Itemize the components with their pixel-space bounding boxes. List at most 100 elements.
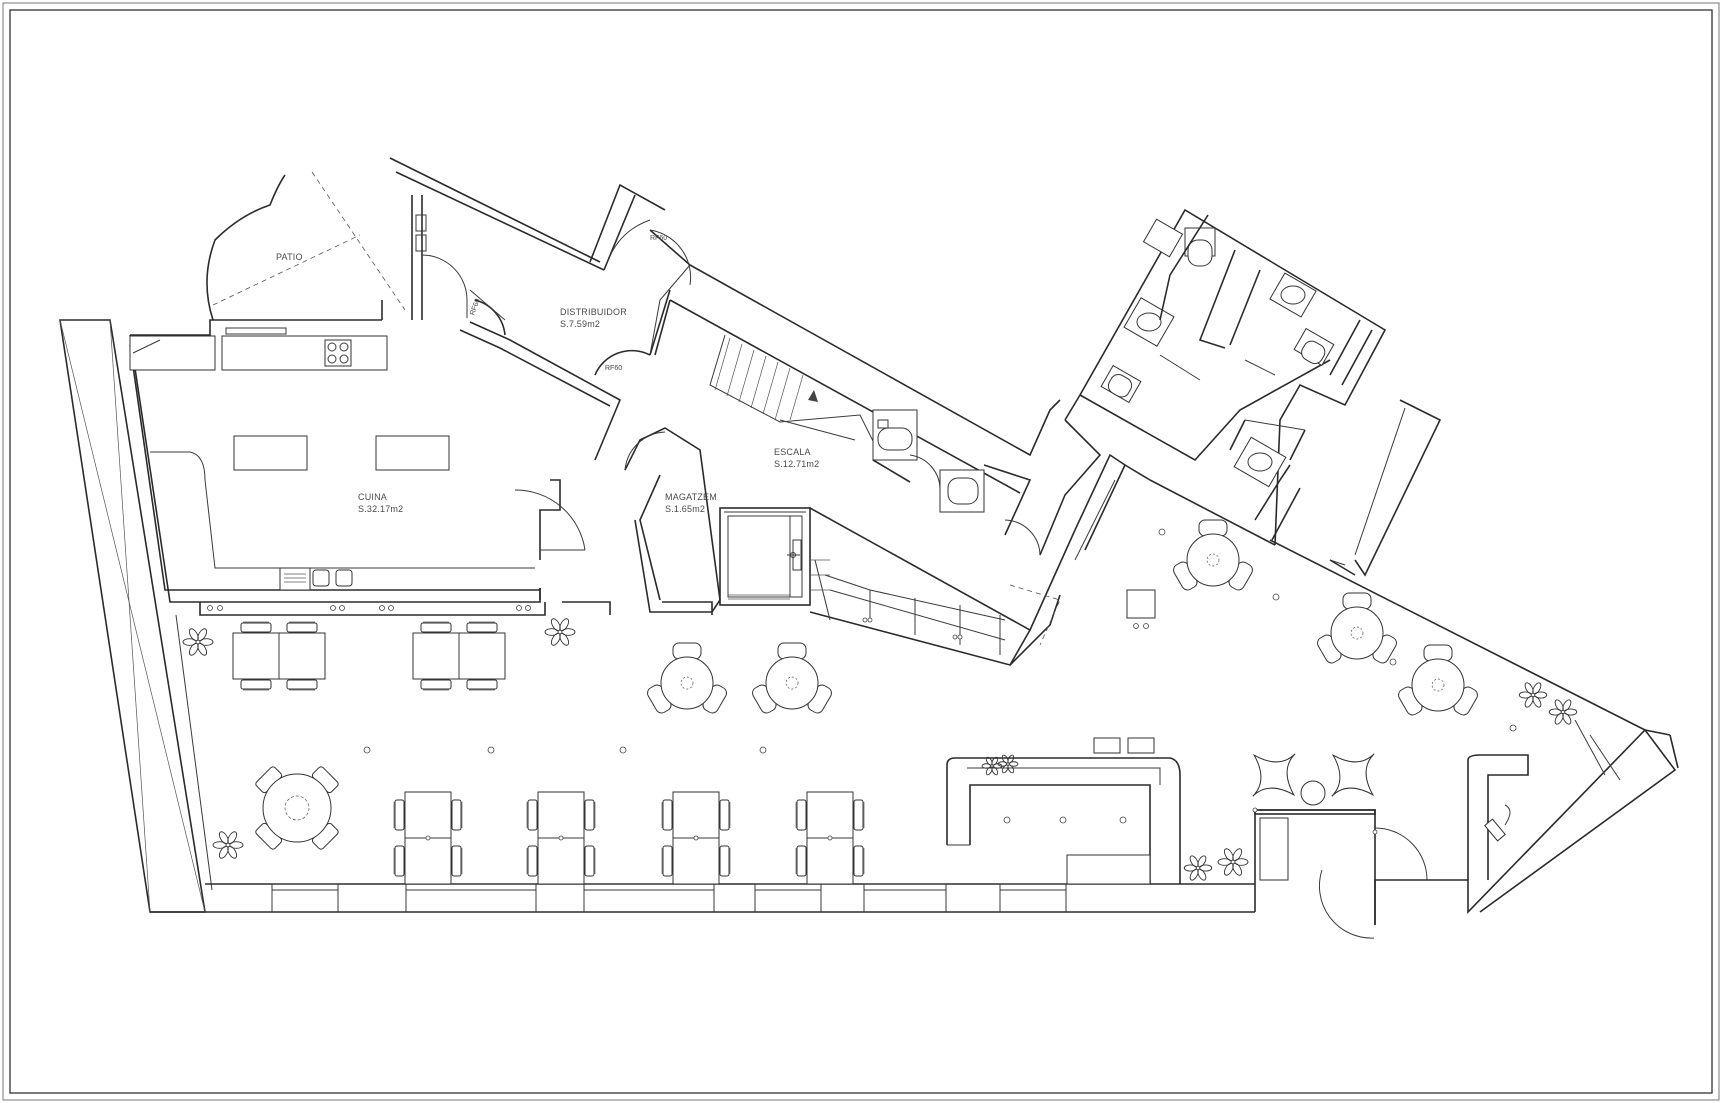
restrooms xyxy=(1064,208,1442,577)
ceiling-point xyxy=(619,746,627,754)
table-center xyxy=(785,676,799,690)
table-marker xyxy=(693,835,699,841)
service-wedge xyxy=(809,453,1151,666)
leaf xyxy=(1008,761,1019,767)
chair xyxy=(527,799,538,831)
chair xyxy=(451,799,462,831)
chair xyxy=(662,799,673,831)
ceiling-point xyxy=(1158,528,1166,536)
chair xyxy=(662,845,673,877)
ceiling-point xyxy=(759,746,767,754)
chair xyxy=(466,679,498,690)
leaf xyxy=(212,841,227,849)
leaf xyxy=(1554,699,1564,712)
leaf xyxy=(550,632,561,646)
dining-furniture xyxy=(232,519,1478,885)
leaf xyxy=(218,831,229,845)
room-label-distribuidor: DISTRIBUIDOR xyxy=(560,307,627,317)
small-table xyxy=(1126,589,1156,629)
chair xyxy=(853,799,864,831)
ceiling-point xyxy=(1389,658,1397,666)
plant xyxy=(997,754,1019,774)
round-table-large xyxy=(255,766,339,850)
chair xyxy=(584,799,595,831)
escala: ESCALA S.12.71m2 xyxy=(654,264,1102,556)
plant xyxy=(1518,682,1548,708)
leaf xyxy=(227,831,238,845)
entry-desk xyxy=(1252,807,1378,881)
exterior-walls xyxy=(59,319,1679,939)
leaf xyxy=(1524,682,1534,695)
door-label-rf60-distribuidor: RF60 xyxy=(605,365,622,372)
leaf xyxy=(991,766,999,776)
plant xyxy=(182,628,214,656)
sheet-frame-inner xyxy=(9,9,1713,1094)
leaf xyxy=(550,618,561,632)
leaf xyxy=(544,628,559,636)
plant xyxy=(1548,699,1578,725)
leaf xyxy=(1232,848,1243,862)
leaf xyxy=(985,756,993,766)
chair xyxy=(286,679,318,690)
leaf xyxy=(229,841,244,849)
magatzem: MAGATZEM S.1.65m2 xyxy=(624,427,721,613)
leaf xyxy=(1564,708,1578,716)
leaf xyxy=(1007,764,1015,774)
chair xyxy=(719,845,730,877)
leaf xyxy=(197,628,208,642)
chair xyxy=(466,622,498,633)
ceiling-point xyxy=(487,746,495,754)
leaf xyxy=(197,642,208,656)
kitchen xyxy=(129,300,622,603)
side-counter xyxy=(1467,754,1529,880)
facade-windows xyxy=(271,883,1067,912)
table-4-top xyxy=(412,621,506,691)
table-center xyxy=(284,795,310,821)
chair xyxy=(719,799,730,831)
round-table xyxy=(1398,644,1478,716)
table-column xyxy=(661,791,731,885)
leaf xyxy=(1234,858,1249,866)
room-area-distribuidor: S.7.59m2 xyxy=(560,319,600,329)
round-table xyxy=(1173,519,1253,591)
table xyxy=(1330,606,1384,660)
table-center xyxy=(1350,626,1364,640)
chair xyxy=(451,845,462,877)
ceiling-point xyxy=(1509,724,1517,732)
plant xyxy=(212,831,244,859)
leaf xyxy=(1562,712,1572,725)
leaf xyxy=(559,618,570,632)
table-marker xyxy=(827,835,833,841)
leaf xyxy=(1183,864,1197,872)
chair xyxy=(584,845,595,877)
low-partitions xyxy=(199,601,713,616)
lounge-chair xyxy=(1252,753,1296,797)
chair xyxy=(796,799,807,831)
leaf xyxy=(1189,855,1199,868)
table xyxy=(1126,589,1156,619)
chair xyxy=(527,845,538,877)
leaf xyxy=(1534,691,1548,699)
ceiling-point xyxy=(363,746,371,754)
leaf xyxy=(1197,855,1207,868)
leaf xyxy=(981,763,992,769)
leaf xyxy=(1007,754,1015,764)
chair xyxy=(394,845,405,877)
table-4-top xyxy=(232,621,326,691)
room-label-magatzem: MAGATZEM xyxy=(665,492,717,502)
leaf xyxy=(188,628,199,642)
table-center xyxy=(1206,553,1220,567)
round-table xyxy=(752,642,832,714)
table-center xyxy=(680,676,694,690)
table-marker xyxy=(558,835,564,841)
table xyxy=(660,656,714,710)
leaf xyxy=(1532,695,1542,708)
leaf xyxy=(1232,862,1243,876)
table xyxy=(262,773,332,843)
room-area-magatzem: S.1.65m2 xyxy=(665,504,705,514)
table xyxy=(1186,533,1240,587)
lounge-area xyxy=(1252,753,1375,806)
plant xyxy=(1183,855,1213,881)
leaf xyxy=(1217,858,1232,866)
